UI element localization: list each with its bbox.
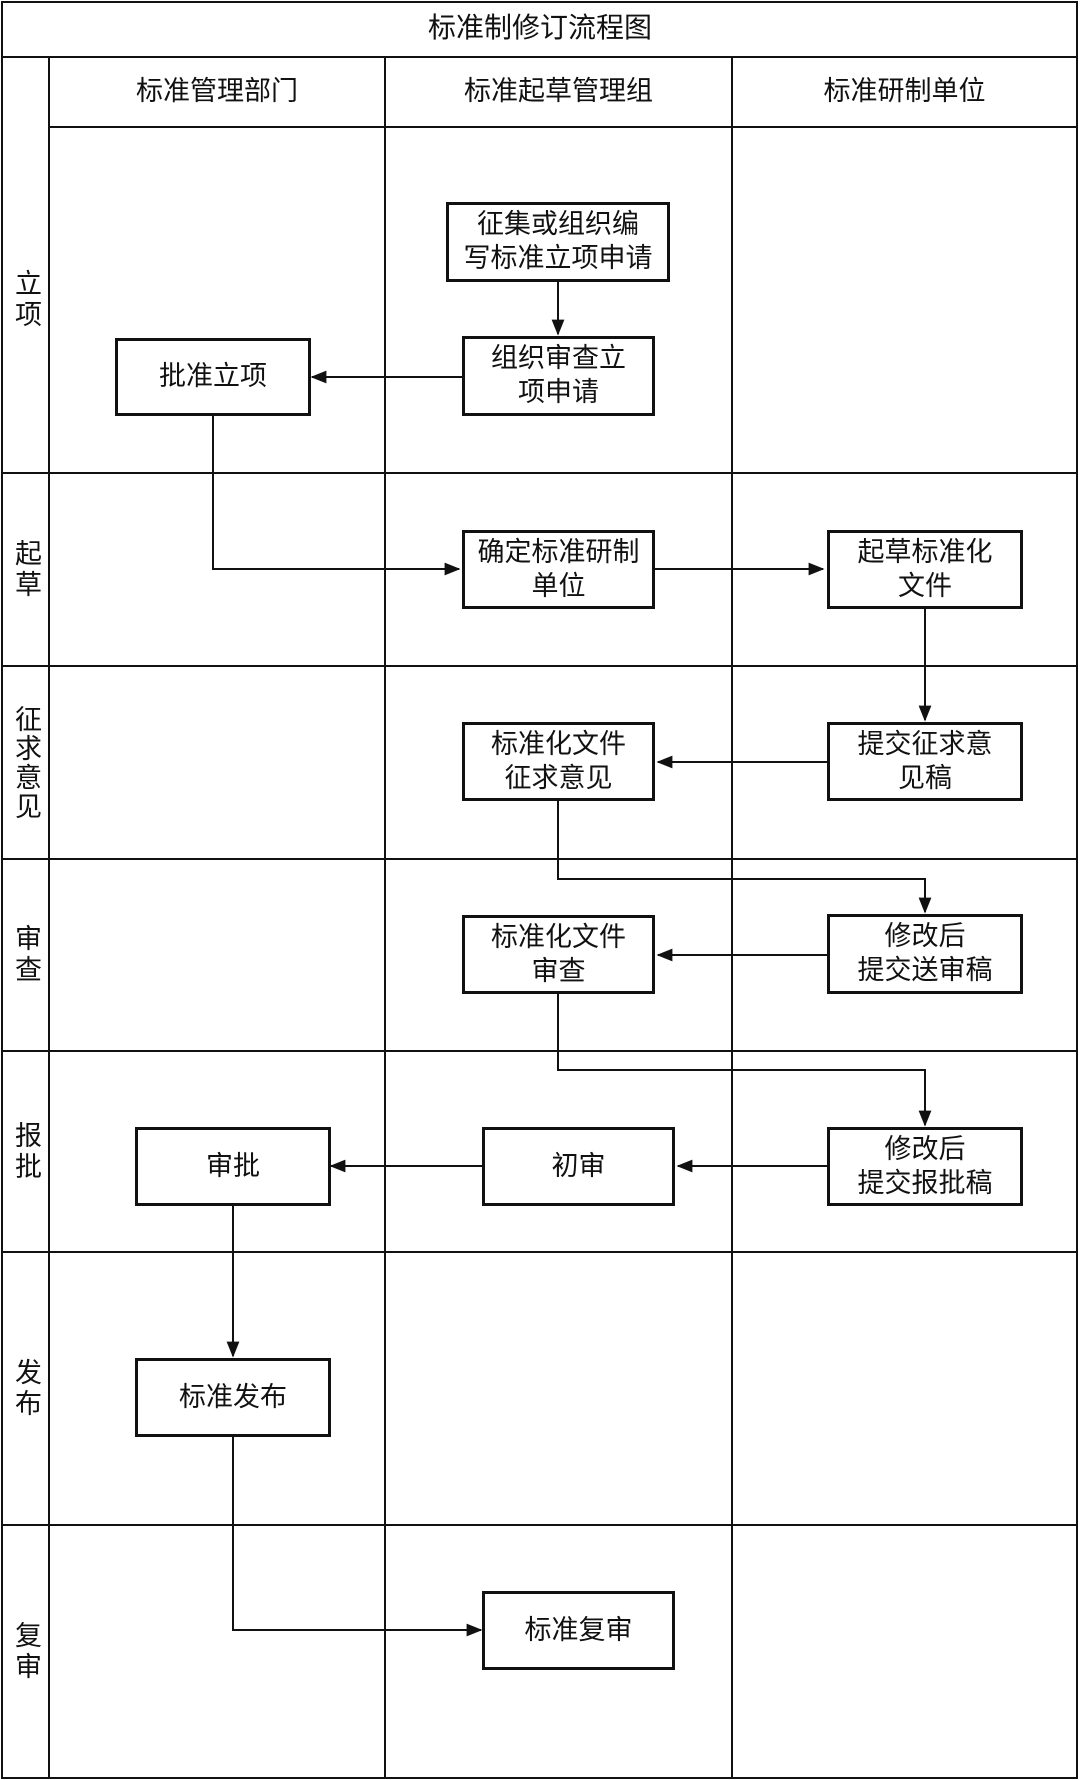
row-label-review: 审查 <box>2 859 48 1051</box>
box-label: 批准立项 <box>159 361 267 392</box>
arrow-approve-to-determine <box>212 416 461 576</box>
row-label-text: 立项 <box>10 269 41 331</box>
box-solicit-comments: 标准化文件 征求意见 <box>462 722 655 801</box>
box-publish-standard: 标准发布 <box>135 1358 331 1437</box>
box-document-review: 标准化文件 审查 <box>462 915 655 994</box>
row-label-rereview: 复审 <box>2 1525 48 1778</box>
box-preliminary-review: 初审 <box>482 1127 675 1206</box>
box-label: 初审 <box>551 1150 606 1182</box>
row-label-text: 报批 <box>10 1120 41 1183</box>
box-approve-project: 批准立项 <box>115 338 311 416</box>
box-label: 修改后 提交报批稿 <box>857 1133 993 1199</box>
row-label-drafting: 起草 <box>2 473 48 666</box>
box-label: 标准复审 <box>524 1614 633 1646</box>
box-label: 标准发布 <box>179 1381 287 1413</box>
box-label: 标准化文件 征求意见 <box>491 728 626 794</box>
box-label: 提交征求意 见稿 <box>857 728 993 794</box>
box-draft-document: 起草标准化 文件 <box>827 530 1023 609</box>
row-label-approval: 报批 <box>2 1051 48 1252</box>
column-header-management: 标准管理部门 <box>136 76 298 107</box>
row-label-publish: 发布 <box>2 1252 48 1525</box>
box-collect-application: 征集或组织编 写标准立项申请 <box>446 202 670 282</box>
page-title: 标准制修订流程图 <box>427 11 652 44</box>
box-revise-review-draft: 修改后 提交送审稿 <box>827 914 1023 994</box>
box-approve: 审批 <box>135 1127 331 1206</box>
box-label: 征集或组织编 写标准立项申请 <box>463 209 653 274</box>
box-label: 起草标准化 文件 <box>857 536 993 602</box>
row-label-comments: 征求意见 <box>2 666 48 859</box>
arrow-publish-to-rereview <box>232 1437 483 1637</box>
box-label: 标准化文件 审查 <box>491 921 626 987</box>
box-determine-unit: 确定标准研制 单位 <box>462 530 655 609</box>
box-rereview-standard: 标准复审 <box>482 1591 675 1670</box>
box-label: 确定标准研制 单位 <box>477 536 640 602</box>
row-label-text: 征求意见 <box>10 704 41 821</box>
column-header-drafting-group: 标准起草管理组 <box>464 76 653 107</box>
row-label-text: 发布 <box>10 1357 41 1420</box>
row-label-text: 起草 <box>10 538 41 601</box>
box-label: 组织审查立 项申请 <box>491 343 626 408</box>
arrow-docreview-to-reviseapproval <box>557 994 932 1127</box>
row-label-text: 审查 <box>10 924 41 986</box>
box-review-application: 组织审查立 项申请 <box>462 336 655 416</box>
box-label: 修改后 提交送审稿 <box>857 921 993 986</box>
arrow-solicit-to-revise <box>557 801 932 914</box>
row-label-project: 立项 <box>2 127 48 473</box>
box-label: 审批 <box>206 1150 260 1182</box>
box-revise-approval-draft: 修改后 提交报批稿 <box>827 1127 1023 1206</box>
box-submit-comment-draft: 提交征求意 见稿 <box>827 722 1023 801</box>
row-label-text: 复审 <box>10 1620 41 1683</box>
column-header-research-unit: 标准研制单位 <box>823 76 986 107</box>
